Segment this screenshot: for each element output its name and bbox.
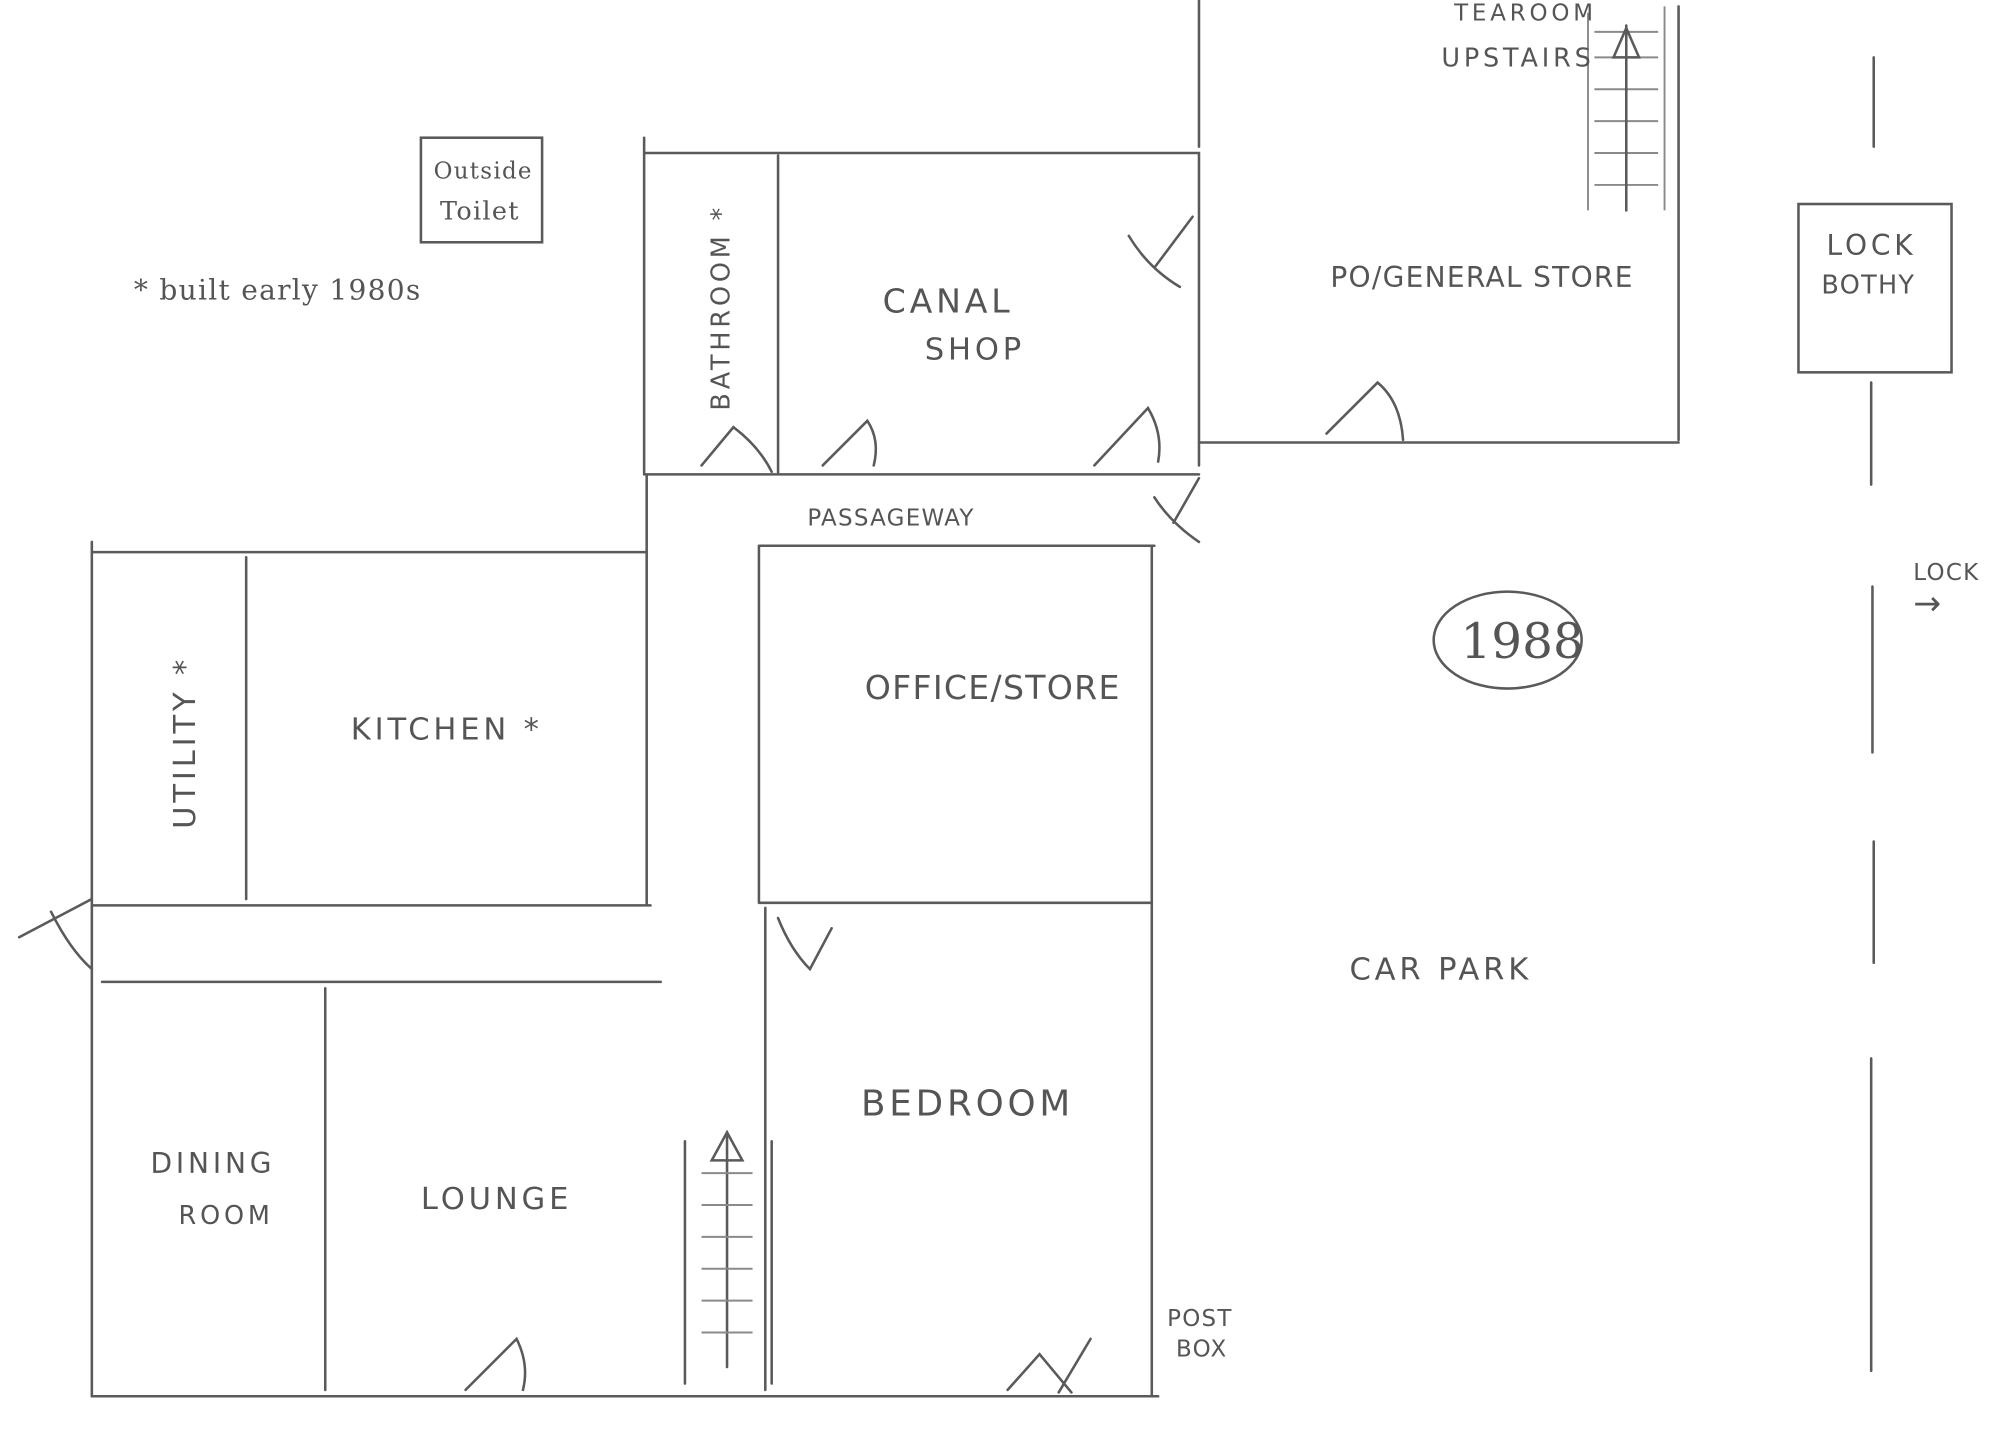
lock-bothy-label-2: BOTHY bbox=[1821, 270, 1915, 300]
lounge-label: LOUNGE bbox=[421, 1182, 572, 1217]
outside-toilet-label-1: Outside bbox=[434, 159, 533, 185]
dining-room-label-1: DINING bbox=[151, 1147, 276, 1180]
canal-shop-label-1: CANAL bbox=[883, 281, 1014, 320]
lock-side bbox=[1797, 56, 1953, 1373]
po-store-label: PO/GENERAL STORE bbox=[1330, 261, 1633, 294]
lock-arrow: → bbox=[1913, 584, 1945, 623]
bedroom-label: BEDROOM bbox=[861, 1084, 1074, 1125]
dining-room-label-2: ROOM bbox=[179, 1201, 274, 1231]
lounge-stairs bbox=[701, 1129, 753, 1369]
tearoom-stairs bbox=[1587, 6, 1666, 212]
post-box-label-1: POST bbox=[1167, 1306, 1233, 1332]
door-swings bbox=[17, 215, 1405, 1394]
tearoom-label: TEAROOM bbox=[1453, 0, 1597, 26]
lock-label: LOCK bbox=[1913, 560, 1979, 586]
canal-shop-label-2: SHOP bbox=[925, 333, 1025, 368]
outside-toilet-label-2: Toilet bbox=[440, 196, 520, 226]
built-note: * built early 1980s bbox=[134, 274, 422, 307]
outside-toilet-box bbox=[419, 136, 544, 244]
lock-bothy-box bbox=[1797, 202, 1953, 374]
year-label: 1988 bbox=[1460, 614, 1583, 670]
upstairs-label: UPSTAIRS bbox=[1441, 43, 1594, 73]
bathroom-label: BATHROOM * bbox=[707, 204, 737, 411]
post-box-label-2: BOX bbox=[1176, 1337, 1227, 1363]
car-park-label: CAR PARK bbox=[1349, 952, 1532, 987]
year-circle bbox=[1432, 590, 1583, 690]
lock-bothy-label-1: LOCK bbox=[1827, 229, 1917, 262]
utility-label: UTILITY * bbox=[168, 656, 203, 829]
kitchen-label: KITCHEN * bbox=[351, 713, 543, 748]
office-store-label: OFFICE/STORE bbox=[865, 668, 1121, 707]
passageway-label: PASSAGEWAY bbox=[807, 505, 974, 531]
